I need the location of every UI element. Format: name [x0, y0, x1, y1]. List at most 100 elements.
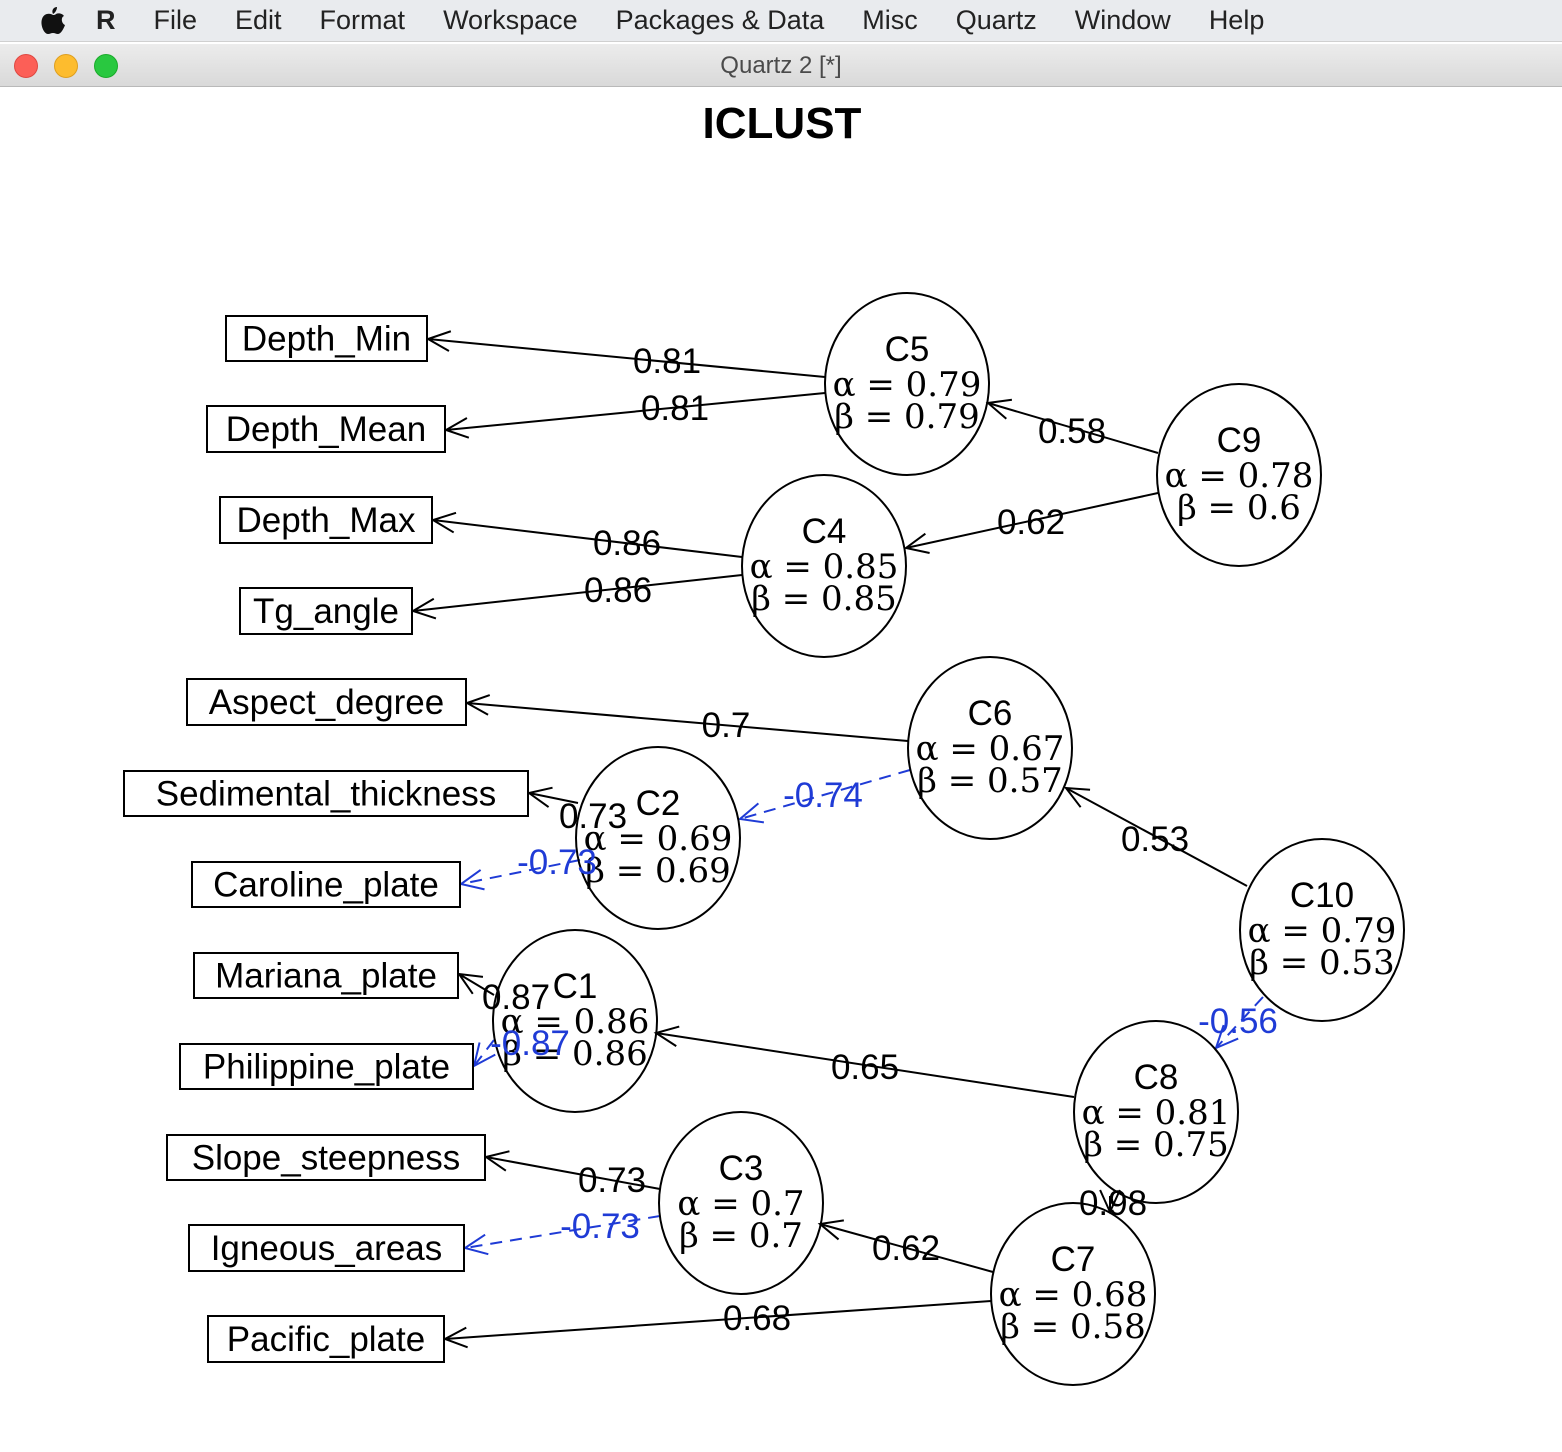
- arrowhead: [737, 802, 765, 824]
- menu-workspace[interactable]: Workspace: [443, 5, 578, 35]
- menu-file[interactable]: File: [153, 5, 198, 35]
- edge-c7-to-pacific-plate: [442, 1300, 992, 1349]
- cluster-alpha: α = 0.69: [584, 819, 733, 859]
- cluster-alpha: α = 0.68: [999, 1275, 1148, 1315]
- edge-weight-label: 0.81: [633, 342, 701, 381]
- edge-line: [528, 792, 579, 804]
- item-box: [179, 1043, 474, 1090]
- arrowhead: [903, 532, 930, 554]
- edge-line: [473, 1039, 495, 1067]
- menu-edit[interactable]: Edit: [235, 5, 282, 35]
- close-window-button[interactable]: [14, 54, 38, 78]
- edge-weight-label: 0.86: [584, 571, 652, 610]
- item-node-depth-max: Depth_Max: [219, 496, 433, 544]
- cluster-beta: β = 0.69: [585, 851, 730, 891]
- edge-weight-label: 0.62: [997, 503, 1065, 542]
- cluster-alpha: α = 0.7: [677, 1184, 804, 1224]
- cluster-beta: β = 0.6: [1177, 488, 1301, 528]
- item-node-philippine-plate: Philippine_plate: [179, 1043, 474, 1090]
- cluster-ellipse: [824, 292, 990, 476]
- apple-logo-icon[interactable]: [38, 4, 68, 38]
- item-box: [186, 678, 467, 726]
- item-node-slope-steepness: Slope_steepness: [166, 1134, 486, 1181]
- item-label: Sedimental_thickness: [156, 775, 496, 814]
- cluster-name: C4: [802, 512, 847, 551]
- item-box: [206, 405, 446, 453]
- edge-c4-to-depth-max: [430, 511, 743, 558]
- cluster-alpha: α = 0.79: [833, 365, 982, 405]
- edge-line: [445, 392, 826, 431]
- menu-help[interactable]: Help: [1208, 5, 1265, 35]
- item-label: Mariana_plate: [215, 957, 437, 996]
- cluster-ellipse: [658, 1111, 824, 1295]
- item-box: [166, 1134, 486, 1181]
- menu-r[interactable]: R: [96, 5, 116, 35]
- cluster-ellipse: [1073, 1020, 1239, 1204]
- menu-quartz[interactable]: Quartz: [955, 5, 1037, 35]
- item-box: [123, 770, 529, 817]
- cluster-ellipse: [741, 474, 907, 658]
- cluster-node-c4: C4α = 0.85β = 0.85: [741, 474, 907, 658]
- edge-line: [905, 492, 1159, 549]
- cluster-beta: β = 0.7: [679, 1216, 803, 1256]
- minimize-window-button[interactable]: [54, 54, 78, 78]
- edge-line: [485, 1156, 661, 1190]
- menu-format[interactable]: Format: [319, 5, 406, 35]
- item-node-depth-min: Depth_Min: [225, 315, 428, 362]
- menu-misc[interactable]: Misc: [862, 5, 918, 35]
- edge-weight-label: 0.98: [1079, 1184, 1147, 1223]
- menu-window[interactable]: Window: [1074, 5, 1171, 35]
- item-box: [207, 1315, 445, 1363]
- cluster-alpha: α = 0.78: [1165, 456, 1314, 496]
- zoom-window-button[interactable]: [94, 54, 118, 78]
- cluster-alpha: α = 0.86: [501, 1002, 650, 1042]
- edge-weight-label: -0.87: [490, 1024, 570, 1063]
- edge-line: [655, 1032, 1075, 1098]
- item-node-tg-angle: Tg_angle: [239, 587, 413, 635]
- edge-c10-to-c6: [1063, 786, 1248, 887]
- edge-c6-to-aspect-degree: [464, 694, 909, 742]
- item-label: Tg_angle: [253, 592, 399, 631]
- item-node-depth-mean: Depth_Mean: [206, 405, 446, 453]
- item-box: [239, 587, 413, 635]
- window-titlebar[interactable]: Quartz 2 [*]: [0, 44, 1562, 87]
- item-box: [193, 952, 459, 999]
- cluster-name: C8: [1134, 1058, 1179, 1097]
- edge-line: [1215, 996, 1264, 1049]
- cluster-beta: β = 0.58: [1000, 1307, 1145, 1347]
- cluster-beta: β = 0.86: [502, 1034, 647, 1074]
- edge-c10-to-c8: [1214, 996, 1264, 1050]
- item-label: Slope_steepness: [192, 1139, 461, 1178]
- item-label: Pacific_plate: [227, 1320, 425, 1359]
- edge-weight-label: 0.81: [641, 389, 709, 428]
- cluster-node-c3: C3α = 0.7β = 0.7: [658, 1111, 824, 1295]
- edge-line: [432, 519, 743, 558]
- cluster-alpha: α = 0.79: [1248, 911, 1397, 951]
- plot-title: ICLUST: [703, 99, 862, 148]
- cluster-ellipse: [907, 656, 1073, 840]
- cluster-beta: β = 0.53: [1249, 943, 1394, 983]
- edge-c9-to-c4: [903, 492, 1159, 554]
- item-node-mariana-plate: Mariana_plate: [193, 952, 459, 999]
- edge-weight-label: 0.53: [1121, 820, 1189, 859]
- cluster-name: C7: [1051, 1240, 1096, 1279]
- edge-weight-label: 0.73: [578, 1161, 646, 1200]
- cluster-name: C9: [1217, 421, 1262, 460]
- item-box: [225, 315, 428, 362]
- edge-line: [987, 402, 1159, 454]
- edge-weight-label: 0.86: [593, 524, 661, 563]
- cluster-ellipse: [990, 1202, 1156, 1386]
- cluster-alpha: α = 0.67: [916, 729, 1065, 769]
- arrowhead: [462, 1233, 489, 1256]
- edge-line: [466, 702, 909, 742]
- edge-line: [464, 1215, 661, 1249]
- edge-c5-to-depth-mean: [443, 392, 826, 439]
- item-node-aspect-degree: Aspect_degree: [186, 678, 467, 726]
- cluster-node-c5: C5α = 0.79β = 0.79: [824, 292, 990, 476]
- item-label: Aspect_degree: [209, 683, 444, 722]
- item-label: Caroline_plate: [213, 866, 439, 905]
- cluster-name: C1: [553, 967, 598, 1006]
- item-node-sedimental-thickness: Sedimental_thickness: [123, 770, 529, 817]
- edge-weight-label: 0.62: [872, 1229, 940, 1268]
- menu-packages-data[interactable]: Packages & Data: [615, 5, 825, 35]
